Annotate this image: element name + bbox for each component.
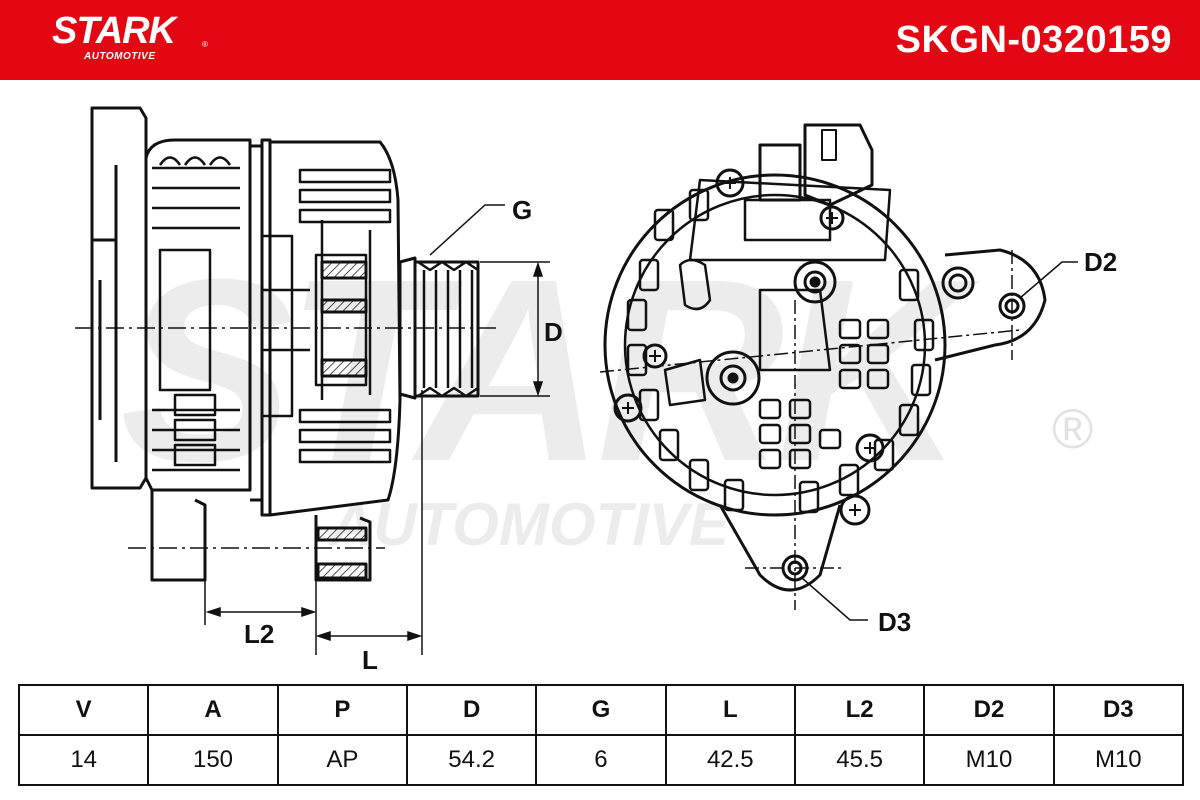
spec-value-d3: M10 xyxy=(1052,734,1185,786)
spec-header-l: L xyxy=(664,684,796,736)
brand-name: STARK xyxy=(52,10,176,52)
spec-value-g: 6 xyxy=(535,734,667,786)
label-d: D xyxy=(544,317,563,347)
side-view-dimensions xyxy=(75,204,550,655)
spec-header-d2: D2 xyxy=(923,684,1055,736)
spec-value-l: 42.5 xyxy=(664,734,796,786)
spec-header-row: V A P D G L L2 D2 D3 xyxy=(17,684,1185,736)
spec-header-g: G xyxy=(535,684,667,736)
brand-sub: AUTOMOTIVE xyxy=(84,51,156,62)
watermark-registered: ® xyxy=(1052,397,1093,460)
spec-value-l2: 45.5 xyxy=(793,734,926,786)
label-d2: D2 xyxy=(1084,247,1118,277)
part-number: SKGN-0320159 xyxy=(895,19,1172,61)
label-g: G xyxy=(512,195,533,225)
watermark-sub-text: AUTOMOTIVE xyxy=(328,491,731,558)
brand-logo: STARK ® AUTOMOTIVE xyxy=(52,10,208,62)
spec-value-p: AP xyxy=(276,734,408,786)
vent-slots xyxy=(626,188,935,514)
spec-value-row: 14 150 AP 54.2 6 42.5 45.5 M10 M10 xyxy=(17,734,1185,786)
technical-drawing: STARK AUTOMOTIVE ® xyxy=(75,106,1093,655)
alternator-rear-view xyxy=(603,123,1047,592)
spec-header-d3: D3 xyxy=(1052,684,1185,736)
spec-value-a: 150 xyxy=(147,734,279,786)
spec-table: V A P D G L L2 D2 D3 14 150 AP 54.2 6 42… xyxy=(17,684,1185,786)
spec-header-l2: L2 xyxy=(793,684,926,736)
spec-value-v: 14 xyxy=(17,734,150,786)
spec-header-a: A xyxy=(147,684,279,736)
header-bar: STARK ® AUTOMOTIVE SKGN-0320159 xyxy=(0,0,1200,80)
spec-header-p: P xyxy=(276,684,408,736)
brand-registered-mark: ® xyxy=(202,40,208,49)
rear-view-dimensions xyxy=(599,250,1078,621)
spec-header-v: V xyxy=(17,684,150,736)
label-l2: L2 xyxy=(244,619,275,649)
spec-header-d: D xyxy=(405,684,538,736)
watermark: STARK AUTOMOTIVE ® xyxy=(120,226,1093,558)
label-l: L xyxy=(362,645,378,675)
spec-value-d2: M10 xyxy=(923,734,1055,786)
label-d3: D3 xyxy=(878,607,912,637)
spec-value-d: 54.2 xyxy=(405,734,538,786)
